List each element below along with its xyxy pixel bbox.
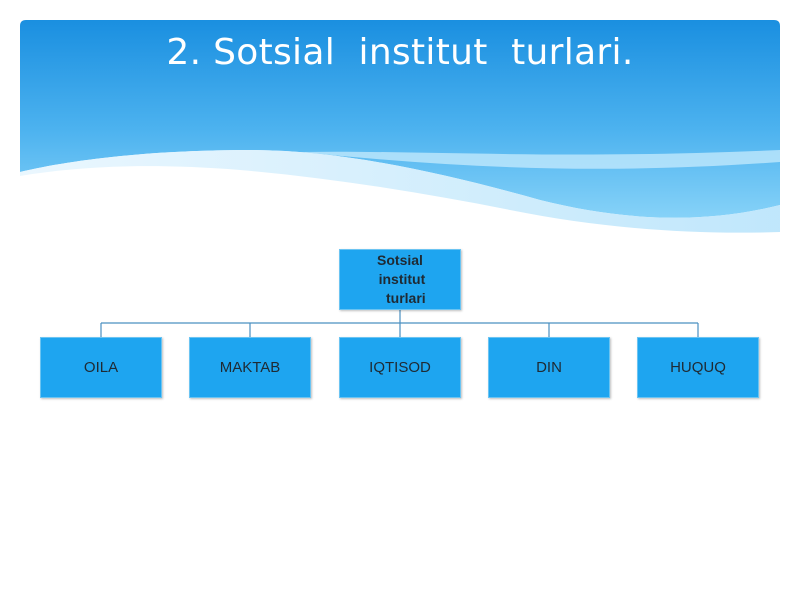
org-node-din: DIN: [488, 337, 610, 398]
org-node-maktab-label: MAKTAB: [219, 359, 281, 376]
org-node-din-label: DIN: [536, 359, 562, 376]
org-node-iqtisod: IQTISOD: [339, 337, 461, 398]
org-node-oila: OILA: [40, 337, 162, 398]
slide-title: 2. Sotsial institut turlari.: [166, 32, 634, 73]
org-node-huquq: HUQUQ: [637, 337, 759, 398]
org-node-maktab: MAKTAB: [189, 337, 311, 398]
org-node-huquq-label: HUQUQ: [670, 359, 726, 376]
org-node-iqtisod-label: IQTISOD: [369, 359, 431, 376]
header-wave-band: [20, 20, 780, 233]
org-node-root-label: Sotsial institut turlari: [377, 252, 426, 306]
org-node-root: Sotsial institut turlari: [339, 249, 461, 310]
org-node-oila-label: OILA: [83, 359, 119, 376]
